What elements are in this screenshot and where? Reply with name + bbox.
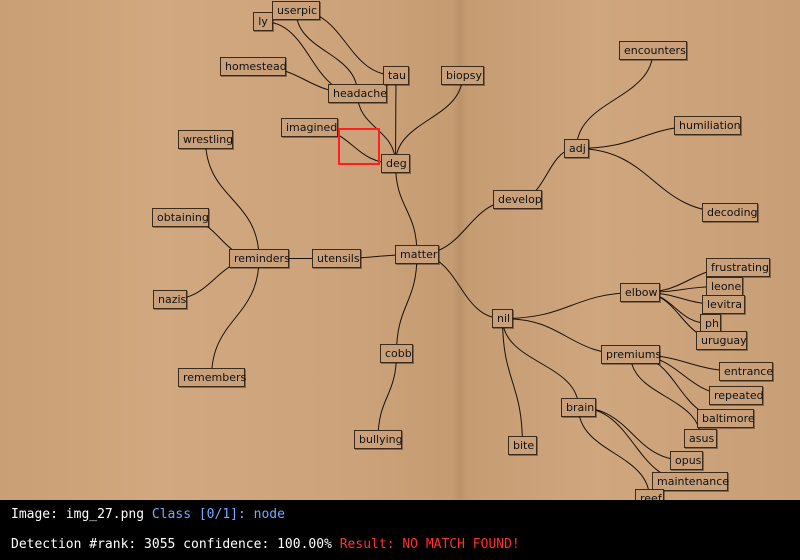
node-bite[interactable]: bite	[508, 436, 537, 455]
status-line-image: Image: img_27.png Class [0/1]: node	[11, 507, 285, 522]
node-ph[interactable]: ph	[700, 314, 721, 333]
status-bar: Image: img_27.png Class [0/1]: node Dete…	[0, 500, 800, 560]
node-reminders[interactable]: reminders	[229, 249, 290, 268]
status-line-detection: Detection #rank: 3055 confidence: 100.00…	[11, 537, 520, 552]
node-deg[interactable]: deg	[381, 154, 410, 173]
edge-brain-maintenance	[578, 407, 691, 482]
node-adj[interactable]: adj	[564, 139, 589, 158]
node-biopsy[interactable]: biopsy	[441, 66, 484, 85]
class-label: Class [0/1]: node	[151, 507, 285, 522]
node-asus[interactable]: asus	[684, 429, 717, 448]
node-homestead[interactable]: homestead	[220, 57, 287, 76]
node-nazis[interactable]: nazis	[153, 290, 187, 309]
detection-label: Detection #rank: 3055 confidence: 100.00…	[11, 537, 332, 552]
edge-deg-matter	[395, 163, 418, 255]
node-tau[interactable]: tau	[383, 66, 409, 85]
paper-fold	[452, 0, 468, 500]
node-opus[interactable]: opus	[670, 451, 703, 470]
node-levitra[interactable]: levitra	[702, 295, 745, 314]
edge-userpic-headache	[295, 10, 358, 94]
node-matter[interactable]: matter	[395, 245, 439, 264]
node-headache[interactable]: headache	[328, 84, 387, 103]
node-uruguay[interactable]: uruguay	[696, 331, 747, 350]
node-imagined[interactable]: imagined	[281, 118, 338, 137]
edge-nil-brain	[502, 318, 579, 408]
edge-userpic-tau	[295, 10, 397, 76]
edge-nil-elbow	[502, 292, 641, 319]
edge-wrestling-reminders	[205, 139, 260, 259]
edge-matter-nil	[416, 254, 503, 319]
node-humiliation[interactable]: humiliation	[674, 116, 741, 135]
edge-brain-reef	[578, 407, 650, 499]
node-ly[interactable]: ly	[253, 12, 273, 31]
edge-premiums-asus	[630, 354, 701, 439]
node-reef[interactable]: reef	[635, 489, 664, 500]
node-cobb[interactable]: cobb	[380, 344, 413, 363]
node-repeated[interactable]: repeated	[709, 386, 764, 405]
node-elbow[interactable]: elbow	[620, 283, 660, 302]
edge-nil-bite	[502, 318, 523, 446]
node-utensils[interactable]: utensils	[312, 249, 361, 268]
node-premiums[interactable]: premiums	[601, 345, 661, 364]
edge-biopsy-deg	[395, 75, 463, 164]
edge-tau-deg	[395, 75, 397, 164]
node-obtaining[interactable]: obtaining	[152, 208, 209, 227]
node-remembers[interactable]: remembers	[178, 368, 246, 387]
node-entrance[interactable]: entrance	[719, 362, 773, 381]
edge-cobb-bullying	[377, 353, 397, 440]
node-maintenance[interactable]: maintenance	[652, 472, 729, 491]
node-baltimore[interactable]: baltimore	[697, 409, 755, 428]
node-wrestling[interactable]: wrestling	[178, 130, 233, 149]
node-brain[interactable]: brain	[561, 398, 596, 417]
graph-canvas[interactable]: ly userpic homestead headache tau biopsy…	[0, 0, 800, 500]
result-label: Result: NO MATCH FOUND!	[339, 537, 520, 552]
edge-adj-encounters	[576, 50, 654, 149]
node-frustrating[interactable]: frustrating	[706, 258, 770, 277]
selection-box	[338, 128, 380, 165]
edge-matter-cobb	[396, 254, 418, 354]
node-userpic[interactable]: userpic	[272, 1, 320, 20]
image-label: Image: img_27.png	[11, 507, 145, 522]
node-bullying[interactable]: bullying	[354, 430, 403, 449]
node-leone[interactable]: leone	[706, 277, 743, 296]
edge-remembers-reminders	[211, 258, 260, 378]
node-nil[interactable]: nil	[492, 309, 513, 328]
node-develop[interactable]: develop	[493, 190, 542, 209]
node-encounters[interactable]: encounters	[619, 41, 687, 60]
node-decoding[interactable]: decoding	[702, 203, 758, 222]
